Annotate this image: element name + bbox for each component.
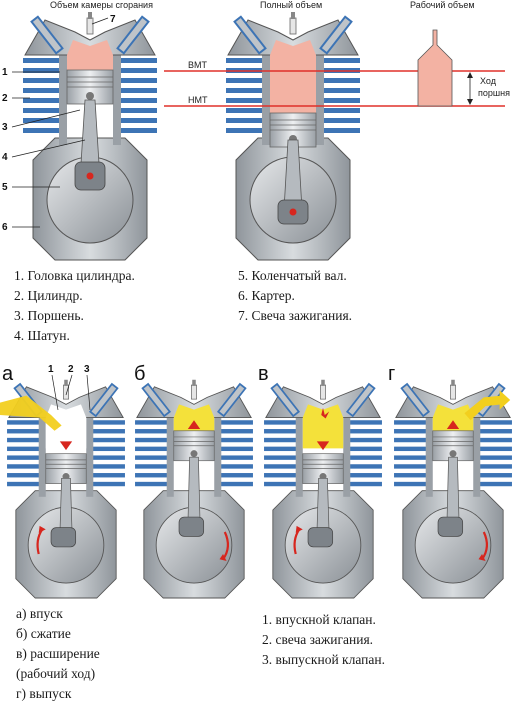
legend-item: 5. Коленчатый вал.	[238, 268, 347, 283]
full-volume	[270, 40, 316, 113]
legend-bottom-right: 1. впускной клапан. 2. свеча зажигания. …	[262, 610, 385, 670]
legend-item: а) впуск	[16, 606, 63, 621]
panel-letter-a: а	[2, 363, 14, 385]
legend-top-right: 5. Коленчатый вал. 6. Картер. 7. Свеча з…	[238, 266, 352, 326]
callout-3: 3	[2, 122, 8, 133]
panel-b	[134, 378, 254, 599]
callout-5: 5	[2, 182, 8, 193]
panel-c	[263, 378, 383, 599]
legend-item: 3. выпускной клапан.	[262, 652, 385, 667]
working-volume-shape	[417, 29, 453, 107]
callout-1: 1	[2, 67, 8, 78]
legend-item: 1. Головка цилиндра.	[14, 268, 135, 283]
panel-letter-b: б	[134, 363, 145, 385]
legend-item: 4. Шатун.	[14, 328, 70, 343]
label-bmt: ВМТ	[188, 60, 208, 70]
legend-item: 1. впускной клапан.	[262, 612, 376, 627]
legend-bottom-left: а) впуск б) сжатие в) расширение (рабочи…	[16, 604, 100, 704]
legend-top-left: 1. Головка цилиндра. 2. Цилиндр. 3. Порш…	[14, 266, 135, 346]
arrow-up	[187, 420, 201, 430]
arrow-down	[59, 441, 73, 451]
legend-item: б) сжатие	[16, 626, 71, 641]
panel-a-callout-2: 2	[68, 364, 74, 375]
legend-item: 6. Картер.	[238, 288, 295, 303]
combustion-chamber	[67, 40, 113, 70]
callout-4: 4	[2, 152, 8, 163]
arrow-down	[316, 441, 330, 451]
legend-item: 2. Цилиндр.	[14, 288, 83, 303]
panel-d	[393, 378, 513, 599]
engine-top-right	[225, 11, 361, 261]
panel-letter-c: в	[258, 363, 269, 385]
label-nmt: НМТ	[188, 95, 208, 105]
legend-item: в) расширение	[16, 646, 100, 661]
panel-a	[0, 378, 126, 599]
callout-7: 7	[110, 14, 116, 25]
arrow-up	[446, 420, 460, 430]
exhaust-flow	[464, 395, 502, 421]
panel-a-callout-3: 3	[84, 364, 90, 375]
label-combustion-volume: Объем камеры сгорания	[50, 0, 153, 10]
engine-top-left	[22, 11, 158, 261]
panel-letter-d: г	[388, 363, 395, 385]
compressed-mixture	[173, 404, 215, 431]
intake-flow	[0, 395, 62, 431]
legend-item: 3. Поршень.	[14, 308, 84, 323]
label-full-volume: Полный объем	[260, 0, 322, 10]
panel-a-callout-1: 1	[48, 364, 54, 375]
legend-item: (рабочий ход)	[16, 666, 96, 681]
legend-item: 7. Свеча зажигания.	[238, 308, 353, 323]
callout-2: 2	[2, 93, 8, 104]
label-stroke-1: Ход	[480, 76, 497, 86]
expanding-gas	[302, 404, 344, 449]
top-left-callouts: 1 2 3 4 5 6 7 Объем камеры сгорания	[2, 0, 153, 233]
callout-6: 6	[2, 222, 8, 233]
label-working-volume: Рабочий объем	[410, 0, 475, 10]
legend-item: г) выпуск	[16, 686, 72, 701]
label-stroke-2: поршня	[478, 88, 510, 98]
legend-item: 2. свеча зажигания.	[262, 632, 374, 647]
